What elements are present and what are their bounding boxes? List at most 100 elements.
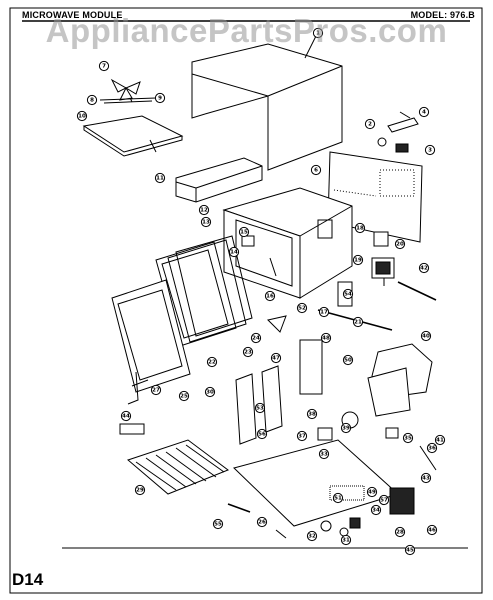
- callout-8: 8: [86, 94, 98, 106]
- callout-29: 29: [134, 484, 146, 496]
- svg-text:16: 16: [266, 293, 274, 299]
- svg-text:18: 18: [356, 225, 364, 231]
- svg-text:37: 37: [298, 433, 306, 439]
- callout-47: 47: [270, 352, 282, 364]
- callout-27: 27: [150, 384, 162, 396]
- callout-45: 45: [404, 544, 416, 556]
- callout-17: 17: [318, 306, 330, 318]
- page-frame: [9, 7, 483, 594]
- blower-assembly: [317, 343, 433, 441]
- page-code: D14: [12, 570, 44, 589]
- callout-18: 18: [354, 222, 366, 234]
- callout-24: 24: [250, 332, 262, 344]
- svg-text:33: 33: [320, 451, 328, 457]
- svg-text:12: 12: [200, 207, 208, 213]
- callout-52: 52: [296, 302, 308, 314]
- callout-51: 51: [332, 492, 344, 504]
- svg-text:29: 29: [136, 487, 144, 493]
- base-plate: [227, 439, 437, 539]
- callout-9: 9: [154, 92, 166, 104]
- svg-text:54: 54: [344, 291, 352, 297]
- svg-text:26: 26: [258, 519, 266, 525]
- callout-10: 10: [76, 110, 88, 122]
- callout-53: 53: [254, 402, 266, 414]
- callout-16: 16: [264, 290, 276, 302]
- callout-28: 28: [394, 526, 406, 538]
- svg-text:24: 24: [252, 335, 260, 341]
- svg-text:35: 35: [404, 435, 412, 441]
- svg-text:45: 45: [406, 547, 414, 553]
- svg-text:11: 11: [156, 175, 164, 181]
- svg-text:21: 21: [354, 319, 362, 325]
- svg-text:32: 32: [308, 533, 316, 539]
- svg-text:6: 6: [314, 167, 318, 173]
- callout-43: 43: [420, 472, 432, 484]
- air-duct: [175, 157, 263, 203]
- module-title: MICROWAVE MODULE: [22, 10, 123, 20]
- outer-cabinet: [191, 35, 343, 171]
- svg-text:56: 56: [258, 431, 266, 437]
- svg-text:14: 14: [230, 249, 238, 255]
- svg-text:40: 40: [422, 333, 430, 339]
- svg-text:42: 42: [420, 265, 428, 271]
- door-latch: [127, 371, 149, 405]
- svg-text:27: 27: [152, 387, 160, 393]
- callout-30: 30: [204, 386, 216, 398]
- svg-text:8: 8: [90, 97, 94, 103]
- callout-38: 38: [306, 408, 318, 420]
- svg-text:15: 15: [240, 229, 248, 235]
- svg-text:9: 9: [158, 95, 162, 101]
- waveguide-cover: [82, 115, 184, 157]
- svg-text:30: 30: [206, 389, 214, 395]
- svg-text:57: 57: [380, 497, 388, 503]
- svg-text:46: 46: [428, 527, 436, 533]
- callout-41: 41: [434, 434, 446, 446]
- callout-20: 20: [394, 238, 406, 250]
- svg-text:43: 43: [422, 475, 430, 481]
- callout-49: 49: [366, 486, 378, 498]
- svg-text:19: 19: [354, 257, 362, 263]
- callout-1: 1: [312, 27, 324, 39]
- door-assembly: [111, 235, 253, 393]
- callout-55: 55: [212, 518, 224, 530]
- svg-text:51: 51: [334, 495, 342, 501]
- svg-text:7: 7: [102, 63, 106, 69]
- callout-23: 23: [242, 346, 254, 358]
- callout-34: 34: [370, 504, 382, 516]
- callout-32: 32: [306, 530, 318, 542]
- callout-48: 48: [320, 332, 332, 344]
- svg-text:4: 4: [422, 109, 426, 115]
- svg-text:28: 28: [396, 529, 404, 535]
- callout-15: 15: [238, 226, 250, 238]
- callout-39: 39: [340, 422, 352, 434]
- callout-2: 2: [364, 118, 376, 130]
- callout-3: 3: [424, 144, 436, 156]
- svg-text:17: 17: [320, 309, 328, 315]
- callout-13: 13: [200, 216, 212, 228]
- callout-25: 25: [178, 390, 190, 402]
- svg-text:36: 36: [428, 445, 436, 451]
- svg-text:50: 50: [344, 357, 352, 363]
- callout-40: 40: [420, 330, 432, 342]
- callout-35: 35: [402, 432, 414, 444]
- svg-text:47: 47: [272, 355, 280, 361]
- callout-54: 54: [342, 288, 354, 300]
- svg-text:1: 1: [316, 30, 320, 36]
- callout-12: 12: [198, 204, 210, 216]
- callout-21: 21: [352, 316, 364, 328]
- callout-4: 4: [418, 106, 430, 118]
- svg-text:44: 44: [122, 413, 130, 419]
- callout-14: 14: [228, 246, 240, 258]
- svg-text:55: 55: [214, 521, 222, 527]
- svg-text:22: 22: [208, 359, 216, 365]
- callout-50: 50: [342, 354, 354, 366]
- svg-text:23: 23: [244, 349, 252, 355]
- callout-7: 7: [98, 60, 110, 72]
- callout-56: 56: [256, 428, 268, 440]
- svg-text:13: 13: [202, 219, 210, 225]
- callout-46: 46: [426, 524, 438, 536]
- svg-text:10: 10: [78, 113, 86, 119]
- watermark-text: AppliancePartsPros.com: [45, 12, 448, 49]
